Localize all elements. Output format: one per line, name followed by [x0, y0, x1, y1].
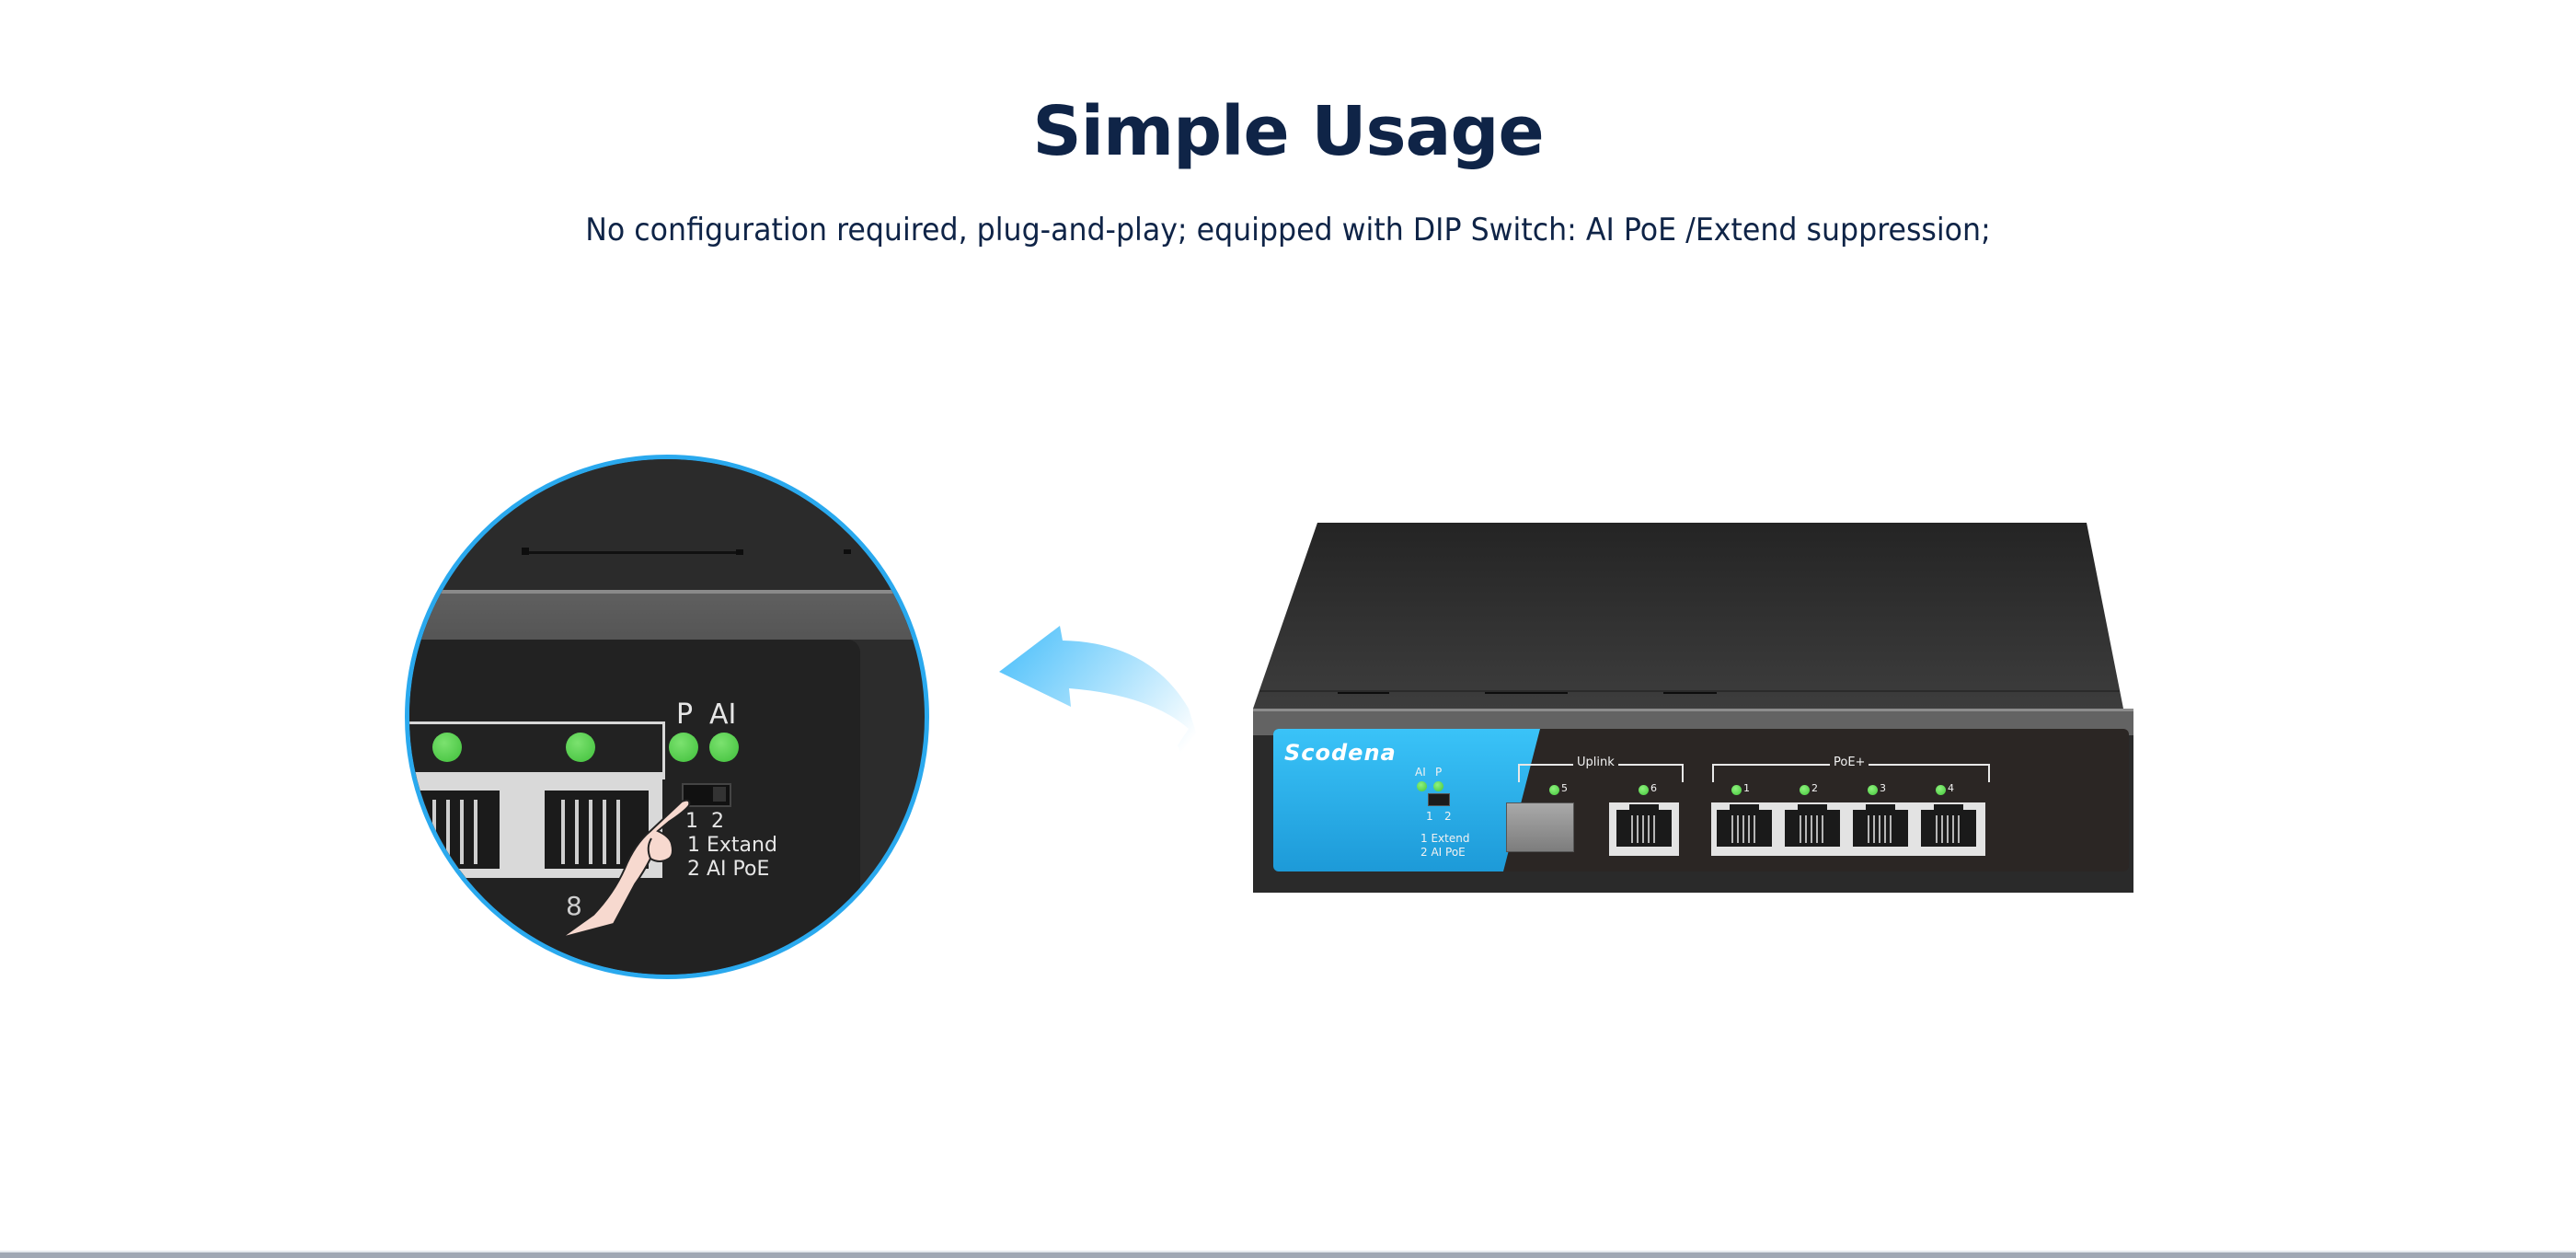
rj45-port-pair [409, 772, 662, 878]
port-pin [616, 800, 620, 864]
p-led [669, 733, 698, 762]
vent-slot [529, 551, 741, 554]
vent-dot [844, 549, 851, 554]
port-2-led [1800, 785, 1810, 795]
switch-rim [1253, 709, 2133, 711]
rj45-port [419, 791, 500, 869]
curved-arrow-left-icon [999, 626, 1210, 780]
vent-dot [736, 549, 743, 555]
page-title: Simple Usage [1032, 92, 1544, 171]
sfp-port-5[interactable] [1506, 802, 1574, 852]
port-pin [474, 800, 477, 864]
dip-number-1: 1 [685, 810, 698, 833]
port-6-led [1639, 785, 1649, 795]
led-label-ai: AI [1415, 766, 1426, 779]
port-pin [603, 800, 606, 864]
dip-legend-2: 2 AI PoE [687, 858, 770, 881]
port-3-number: 3 [1880, 782, 1886, 794]
dip-number-2: 2 [711, 810, 724, 833]
led-label-p: P [1435, 766, 1443, 779]
rj45-port-4[interactable] [1921, 804, 1976, 847]
rj45-port-6[interactable] [1609, 802, 1679, 856]
port-pin [432, 800, 436, 864]
port-4-number: 4 [1948, 782, 1954, 794]
port-pin [575, 800, 579, 864]
port-6-number: 6 [1650, 782, 1657, 794]
poe-port-group [1711, 802, 1985, 856]
brand-panel [1273, 729, 1540, 871]
switch-front-panel: Scodena AI P 1 2 1 Extend 2 AI PoE Uplin… [1273, 729, 2129, 871]
page-subtitle: No configuration required, plug-and-play… [585, 212, 1991, 248]
hand-pointing-icon [560, 799, 691, 939]
port-pin [460, 800, 464, 864]
port-pin [561, 800, 565, 864]
switch-top-surface [409, 459, 925, 594]
bottom-divider [0, 1251, 2576, 1258]
port-number-label: 8 [566, 891, 582, 921]
port-pin [589, 800, 592, 864]
rj45-port-1[interactable] [1717, 804, 1772, 847]
led-label-p: P [676, 698, 694, 731]
dip-legend-1: 1 Extend [1420, 832, 1470, 845]
uplink-bracket: Uplink [1518, 756, 1684, 782]
zoom-detail-circle: P AI 1 2 1 Extand 2 AI PoE 8 [405, 455, 929, 979]
dip-number-2: 2 [1444, 810, 1452, 823]
vent-dot [522, 548, 529, 555]
led-label-ai: AI [709, 698, 737, 731]
dip-number-1: 1 [1426, 810, 1433, 823]
port-5-number: 5 [1561, 782, 1568, 794]
poe-bracket: PoE+ [1712, 756, 1990, 782]
dip-legend-1: 1 Extand [687, 834, 777, 857]
port-led [432, 733, 462, 762]
port-group-bracket [409, 721, 665, 779]
p-led [1433, 781, 1443, 791]
poe-label: PoE+ [1830, 756, 1869, 769]
network-switch: Scodena AI P 1 2 1 Extend 2 AI PoE Uplin… [1242, 520, 2162, 906]
dip-switch-knob[interactable] [713, 787, 726, 802]
dip-switch[interactable] [1428, 793, 1450, 806]
port-1-led [1731, 785, 1742, 795]
port-4-led [1936, 785, 1946, 795]
port-pin [446, 800, 450, 864]
uplink-label: Uplink [1573, 756, 1618, 769]
switch-edge [409, 590, 925, 594]
ai-led [1417, 781, 1427, 791]
switch-top-cover [1253, 523, 2123, 709]
port-5-led [1549, 785, 1559, 795]
port-1-number: 1 [1743, 782, 1750, 794]
brand-logo: Scodena [1284, 740, 1397, 766]
port-3-led [1868, 785, 1878, 795]
switch-front-band [409, 594, 925, 640]
port-led [566, 733, 595, 762]
rj45-port-2[interactable] [1785, 804, 1840, 847]
port-2-number: 2 [1811, 782, 1818, 794]
ai-led [709, 733, 739, 762]
rj45-port-3[interactable] [1853, 804, 1908, 847]
dip-legend-2: 2 AI PoE [1420, 846, 1466, 859]
